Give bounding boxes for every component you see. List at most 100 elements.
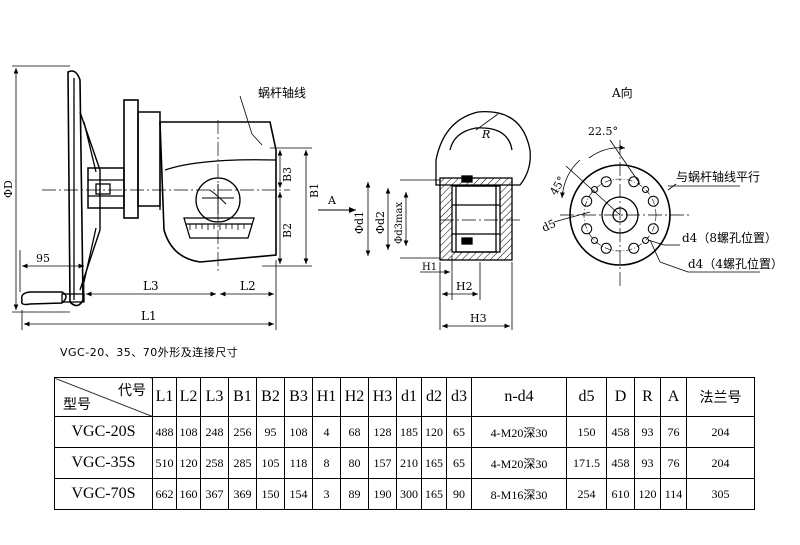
dim-phid2: Φd2 xyxy=(374,211,387,234)
table-cell: 150 xyxy=(566,416,607,448)
table-cell: 204 xyxy=(686,447,755,479)
technical-drawing: 蜗杆轴线 ΦD 95 L1 L3 L2 B3 B2 B1 A xyxy=(2,65,783,330)
angle-45: 45° xyxy=(547,174,568,197)
side-view xyxy=(12,65,312,330)
table-cell: 210 xyxy=(396,447,422,479)
table-cell: 65 xyxy=(446,447,472,479)
dim-L3: L3 xyxy=(143,279,159,293)
table-cell: 76 xyxy=(660,416,687,448)
col-header: n-d4 xyxy=(471,377,567,417)
table-cell: 610 xyxy=(606,478,635,510)
col-header: L2 xyxy=(176,377,201,417)
table-cell: 65 xyxy=(446,416,472,448)
dim-L2: L2 xyxy=(240,279,256,293)
table-cell: 108 xyxy=(284,416,313,448)
angle-22-5: 22.5° xyxy=(588,125,618,138)
col-header: B3 xyxy=(284,377,313,417)
table-cell: 4-M20深30 xyxy=(471,416,567,448)
dim-R: R xyxy=(481,128,490,141)
table-cell: 108 xyxy=(176,416,201,448)
figure-caption: VGC-20、35、70外形及连接尺寸 xyxy=(60,346,239,359)
table-cell: 171.5 xyxy=(566,447,607,479)
dim-B1: B1 xyxy=(308,183,321,198)
flange-view xyxy=(553,139,760,288)
table-cell: 369 xyxy=(228,478,257,510)
hole8-label: d4（8螺孔位置） xyxy=(682,230,777,245)
dim-phid3: Φd3max xyxy=(394,202,405,244)
hole4-label: d4（4螺孔位置） xyxy=(688,256,783,271)
section-view xyxy=(365,111,531,330)
table-cell: 8-M16深30 xyxy=(471,478,567,510)
table-cell: 93 xyxy=(634,447,661,479)
col-header: H1 xyxy=(312,377,341,417)
table-cell: 458 xyxy=(606,416,635,448)
parallel-label: 与蜗杆轴线平行 xyxy=(676,169,760,184)
table-cell: 95 xyxy=(256,416,285,448)
view-a-arrow-label: A xyxy=(327,194,337,207)
table-cell: 114 xyxy=(660,478,687,510)
table-cell: 4-M20深30 xyxy=(471,447,567,479)
table-cell: 118 xyxy=(284,447,313,479)
col-header: A xyxy=(660,377,687,417)
col-header: R xyxy=(634,377,661,417)
table-cell: 76 xyxy=(660,447,687,479)
table-cell: 258 xyxy=(200,447,229,479)
table-cell: 120 xyxy=(634,478,661,510)
table-cell: 204 xyxy=(686,416,755,448)
table-cell: 157 xyxy=(368,447,397,479)
table-cell: 248 xyxy=(200,416,229,448)
model-cell: VGC-70S xyxy=(54,478,153,510)
table-cell: 458 xyxy=(606,447,635,479)
col-header: 法兰号 xyxy=(686,377,755,417)
table-cell: 120 xyxy=(176,447,201,479)
table-cell: 256 xyxy=(228,416,257,448)
spec-table: 代号 型号 L1 L2 L3 B1 B2 B3 H1 H2 H3 d1 d2 d… xyxy=(54,377,755,510)
table-cell: 165 xyxy=(421,447,447,479)
table-cell: 488 xyxy=(152,416,177,448)
corner-code-label: 代号 xyxy=(118,383,146,399)
table-cell: 90 xyxy=(446,478,472,510)
col-header: B1 xyxy=(228,377,257,417)
table-cell: 367 xyxy=(200,478,229,510)
dim-H3: H3 xyxy=(470,312,487,325)
table-cell: 80 xyxy=(340,447,369,479)
table-cell: 165 xyxy=(421,478,447,510)
table-cell: 120 xyxy=(421,416,447,448)
dim-B3: B3 xyxy=(281,167,294,182)
table-cell: 4 xyxy=(312,416,341,448)
col-header: d5 xyxy=(566,377,607,417)
col-header: H2 xyxy=(340,377,369,417)
dim-phiD: ΦD xyxy=(2,180,15,198)
col-header: D xyxy=(606,377,635,417)
table-cell: 510 xyxy=(152,447,177,479)
model-cell: VGC-20S xyxy=(54,416,153,448)
table-cell: 3 xyxy=(312,478,341,510)
table-cell: 300 xyxy=(396,478,422,510)
table-cell: 160 xyxy=(176,478,201,510)
col-header: H3 xyxy=(368,377,397,417)
table-cell: 154 xyxy=(284,478,313,510)
table-cell: 150 xyxy=(256,478,285,510)
table-cell: 105 xyxy=(256,447,285,479)
col-header: d1 xyxy=(396,377,422,417)
worm-axis-label: 蜗杆轴线 xyxy=(258,85,306,100)
table-cell: 190 xyxy=(368,478,397,510)
col-header: d3 xyxy=(446,377,472,417)
dim-H2: H2 xyxy=(456,280,473,293)
col-header: L1 xyxy=(152,377,177,417)
dim-L1: L1 xyxy=(141,309,157,323)
table-corner-cell: 代号 型号 xyxy=(54,377,153,417)
col-header: L3 xyxy=(200,377,229,417)
table-cell: 68 xyxy=(340,416,369,448)
table-cell: 128 xyxy=(368,416,397,448)
dim-phid1: Φd1 xyxy=(353,211,366,234)
view-a-title: A向 xyxy=(611,85,633,100)
dim-H1: H1 xyxy=(422,262,437,273)
table-cell: 305 xyxy=(686,478,755,510)
table-cell: 93 xyxy=(634,416,661,448)
table-cell: 662 xyxy=(152,478,177,510)
table-cell: 254 xyxy=(566,478,607,510)
